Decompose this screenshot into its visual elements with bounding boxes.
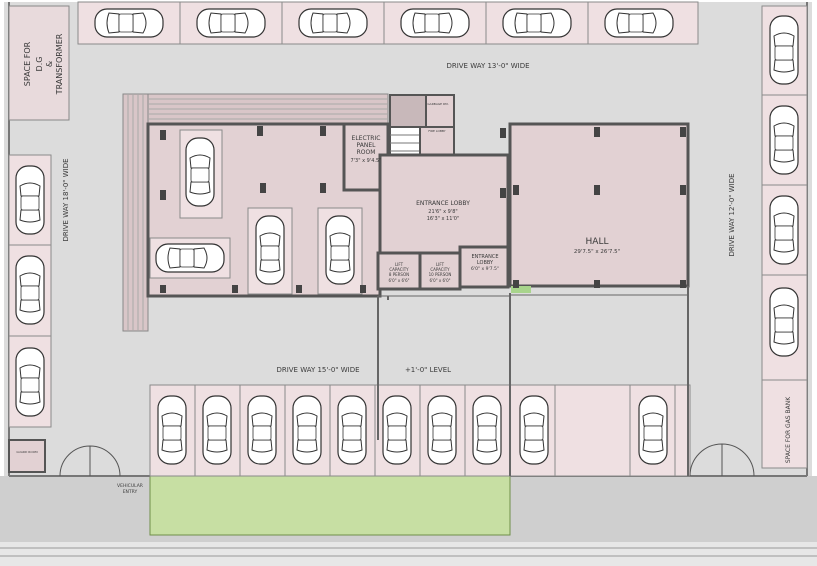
label-hall-dim: 29'7.5" x 26'7.5": [574, 249, 620, 255]
parked-car: [185, 137, 215, 207]
left-ramp: [122, 93, 149, 332]
building-base: [378, 294, 688, 297]
parked-car: [337, 395, 367, 465]
left-slot-dividers: [9, 244, 51, 337]
hall-entry-mark: [511, 286, 531, 293]
parked-car: [255, 215, 285, 285]
parked-car: [472, 395, 502, 465]
parked-car: [15, 165, 45, 235]
label-garbage: GARBAGE RM.: [427, 102, 448, 106]
label-lift1-3: 8 PERSON: [389, 272, 409, 277]
label-fire-lobby: FIRE LOBBY: [428, 129, 445, 133]
guard-room: [8, 439, 46, 473]
parked-car: [292, 395, 322, 465]
parked-cars: [15, 8, 799, 465]
label-electric-3: ROOM: [357, 149, 376, 156]
road-lines: [0, 547, 817, 557]
label-lobby2-dim: 6'0" x 9'7.5": [471, 266, 499, 272]
parked-car: [604, 8, 674, 38]
top-ramp-hatch: [148, 98, 388, 120]
gate-left: [59, 445, 121, 477]
gate-right: [689, 443, 755, 477]
label-drive-bottom: DRIVE WAY 15'-0" WIDE: [276, 366, 359, 374]
label-lobby-dim1: 21'6" x 9'8": [428, 209, 457, 215]
label-lift2-1: LIFT: [436, 262, 445, 267]
dg-transformer-space: [8, 5, 70, 121]
top-slot-dividers: [179, 2, 589, 44]
right-slot-dividers: [762, 94, 807, 381]
parked-car: [298, 8, 368, 38]
label-drive-right: DRIVE WAY 12'-0" WIDE: [728, 173, 736, 256]
entrance-lobby: [378, 153, 510, 255]
label-dg-2: D.G: [35, 57, 44, 72]
label-lift1-1: LIFT: [395, 262, 404, 267]
parked-car: [157, 395, 187, 465]
parked-car: [502, 8, 572, 38]
entrance-lobby-2: [458, 245, 510, 289]
label-level: +1'-0" LEVEL: [405, 366, 451, 374]
label-lift2-dim: 6'0" x 6'0": [430, 278, 451, 283]
label-lift1-dim: 6'0" x 6'6": [389, 278, 410, 283]
label-dg-3: &: [45, 61, 54, 67]
label-lobby-title: ENTRANCE LOBBY: [416, 200, 470, 207]
stair-top: [389, 94, 427, 128]
label-drive-left: DRIVE WAY 18'-0" WIDE: [62, 158, 70, 241]
label-dg-1: SPACE FOR: [23, 41, 32, 86]
label-electric-2: PANEL: [357, 142, 377, 149]
parked-car: [769, 195, 799, 265]
road-edge: [0, 542, 817, 566]
hall: [508, 122, 690, 288]
label-lobby2-1: ENTRANCE: [471, 254, 498, 260]
label-vehicular-2: ENTRY: [123, 489, 138, 495]
parked-car: [769, 287, 799, 357]
top-parking-strip: [77, 1, 699, 45]
parked-car: [400, 8, 470, 38]
parked-car: [382, 395, 412, 465]
parked-car: [427, 395, 457, 465]
parked-car: [325, 215, 355, 285]
label-gas-bank: SPACE FOR GAS BANK: [785, 396, 792, 463]
lawn-area: [149, 475, 511, 536]
building-edge: [377, 286, 689, 476]
label-lift2-2: CAPACITY: [430, 267, 450, 272]
parked-car: [247, 395, 277, 465]
label-drive-top: DRIVE WAY 13'-0" WIDE: [446, 62, 529, 70]
label-hall: HALL: [586, 237, 609, 247]
parked-car: [15, 255, 45, 325]
parked-car: [94, 8, 164, 38]
parked-car: [196, 8, 266, 38]
label-electric-1: ELECTRIC: [352, 135, 381, 142]
label-lobby-dim2: 16'3" x 11'0": [427, 216, 460, 222]
parked-car: [769, 15, 799, 85]
parked-car: [202, 395, 232, 465]
label-guard: GUARD ROOM: [16, 450, 38, 454]
structural-columns: [160, 126, 686, 293]
label-lobby2-2: LOBBY: [477, 260, 494, 266]
label-vehicular-1: VEHICULAR: [117, 483, 143, 489]
parked-car: [638, 395, 668, 465]
label-lift2-3: 10 PERSON: [429, 272, 452, 277]
label-dg-4: TRANSFORMER: [55, 33, 64, 95]
garbage-room: [425, 94, 455, 128]
parked-car: [519, 395, 549, 465]
parked-car: [15, 347, 45, 417]
label-lift1-2: CAPACITY: [389, 267, 409, 272]
label-electric-dim: 7'3" x 9'4.5": [351, 158, 382, 164]
lift-1: [376, 251, 422, 291]
parked-car: [769, 105, 799, 175]
ramp-hatch: [127, 94, 144, 331]
parked-car: [155, 243, 225, 273]
